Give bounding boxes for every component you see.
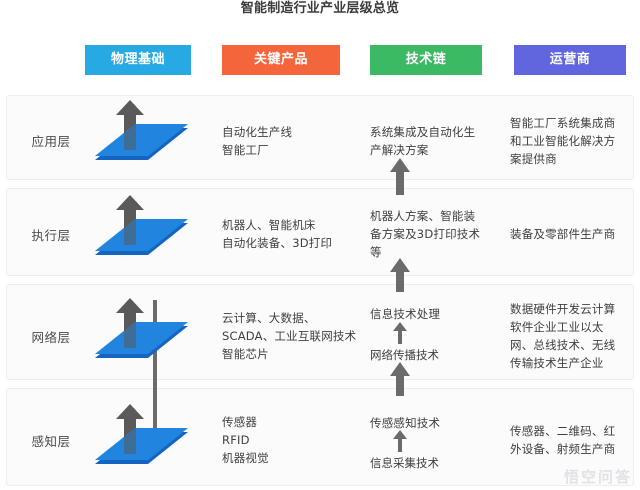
category-badge-bar: 物理基础 关键产品 技术链 运营商 [0, 45, 640, 77]
tech-cell-network-top: 信息技术处理 [370, 307, 441, 321]
products-cell-network: 云计算、大数据、 SCADA、工业互联网技术 智能芯片 [222, 311, 357, 361]
tech-cell-perception-bottom: 信息采集技术 [370, 456, 439, 470]
operators-cell-application: 智能工厂系统集成商 和工业智能化解决方 案提供商 [510, 116, 616, 166]
badge-operators[interactable]: 运营商 [514, 45, 626, 75]
operators-cell-execution: 装备及零部件生产商 [510, 227, 616, 241]
layer-label-application: 应用层 [31, 134, 71, 149]
products-cell-perception: 传感器 RFID 机器视觉 [222, 415, 269, 465]
tech-cell-execution: 机器人方案、智能装 备方案及3D打印技术 等 [370, 209, 481, 259]
products-cell-application: 自动化生产线 智能工厂 [222, 125, 293, 157]
operators-cell-perception: 传感器、二维码、红 外设备、射频生产商 [510, 424, 616, 456]
operators-cell-network: 数据硬件开发云计算 软件企业工业以太 网、总线技术、无线 传输技术生产企业 [510, 302, 616, 370]
tech-cell-network-bottom: 网络传播技术 [370, 348, 439, 362]
watermark: 悟空问答 [563, 468, 632, 486]
tech-cell-perception-top: 传感感知技术 [370, 416, 441, 430]
layer-label-network: 网络层 [31, 330, 71, 345]
badge-physical-foundation[interactable]: 物理基础 [85, 45, 191, 75]
layer-label-execution: 执行层 [31, 228, 71, 243]
page-title: 智能制造行业产业层级总览 [240, 1, 400, 16]
products-cell-execution: 机器人、智能机床 自动化装备、3D打印 [222, 218, 333, 250]
badge-technology-chain[interactable]: 技术链 [370, 45, 482, 75]
tech-cell-application: 系统集成及自动化生 产解决方案 [370, 125, 476, 157]
badge-key-products[interactable]: 关键产品 [222, 45, 340, 75]
layer-label-perception: 感知层 [31, 434, 71, 449]
